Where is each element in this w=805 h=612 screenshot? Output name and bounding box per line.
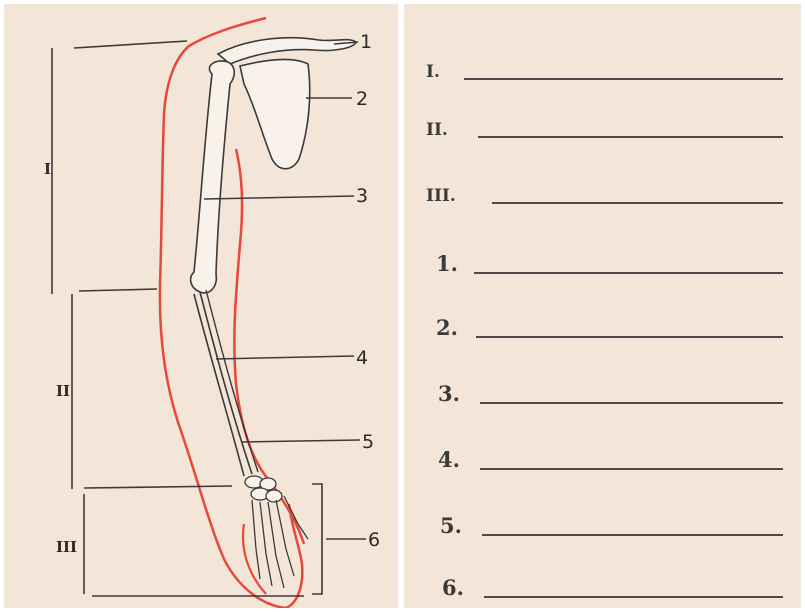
answer-row-i: I. (426, 52, 783, 84)
answer-label: I. (426, 62, 440, 82)
answer-blank[interactable] (484, 596, 783, 598)
answer-label: 3. (438, 381, 460, 406)
arm-skeleton-diagram: I II III 1 2 3 4 5 6 (4, 4, 398, 608)
region-label-ii: II (56, 382, 70, 400)
callout-2: 2 (356, 88, 368, 110)
answer-blank[interactable] (480, 468, 783, 470)
answer-label: III. (426, 186, 456, 206)
region-label-i: I (44, 160, 51, 178)
answer-blank[interactable] (464, 78, 783, 80)
callout-3: 3 (356, 185, 368, 207)
callout-4: 4 (356, 347, 368, 369)
hand-bones (252, 496, 308, 588)
callout-5: 5 (362, 431, 374, 453)
radius-bone (200, 292, 252, 474)
callout-6: 6 (368, 529, 380, 551)
answer-row-4: 4. (426, 442, 783, 474)
answer-row-ii: II. (426, 110, 783, 142)
scapula-bone (240, 60, 310, 169)
answer-blank[interactable] (480, 402, 783, 404)
answer-blank[interactable] (478, 136, 783, 138)
answer-blank[interactable] (476, 336, 783, 338)
answer-label: 2. (436, 315, 458, 340)
answer-row-3: 3. (426, 376, 783, 408)
answer-blank[interactable] (482, 534, 783, 536)
answer-row-5: 5. (426, 508, 783, 540)
humerus-bone (191, 61, 235, 293)
answer-row-iii: III. (426, 176, 783, 208)
answer-row-1: 1. (426, 246, 783, 278)
answer-row-2: 2. (426, 310, 783, 342)
answer-label: 5. (440, 513, 462, 538)
answer-label: 4. (438, 447, 460, 472)
answer-label: 1. (436, 251, 458, 276)
answer-blank[interactable] (474, 272, 783, 274)
answer-label: II. (426, 120, 448, 140)
answer-blank[interactable] (492, 202, 783, 204)
answer-sheet: I. II. III. 1. 2. 3. 4. 5. 6. (404, 4, 801, 608)
callout-1: 1 (360, 31, 372, 53)
answer-label: 6. (442, 575, 464, 600)
arm-diagram-panel: I II III 1 2 3 4 5 6 (4, 4, 398, 608)
answer-row-6: 6. (426, 570, 783, 602)
region-label-iii: III (56, 538, 77, 556)
